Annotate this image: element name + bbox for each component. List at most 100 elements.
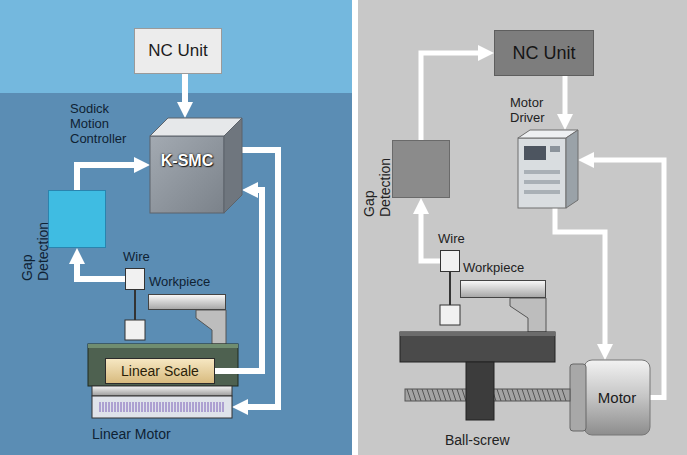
coil-winding — [190, 402, 191, 412]
screw-thread — [407, 389, 411, 401]
motor: Motor — [570, 360, 650, 435]
screw-thread — [502, 389, 506, 401]
work-holder — [196, 310, 226, 344]
lower-wire-guide — [125, 320, 145, 340]
coil-winding — [205, 402, 206, 412]
part-label: Workpiece — [463, 261, 524, 276]
box-label: Linear Scale — [106, 359, 214, 383]
screw-thread — [527, 389, 531, 401]
nc-unit-box: NC Unit — [134, 28, 222, 74]
driver-button — [550, 146, 560, 152]
coil-winding — [199, 402, 200, 412]
slide-rail — [92, 386, 232, 396]
coil-winding — [133, 402, 134, 412]
signal-arrow — [421, 214, 440, 261]
coil-winding — [145, 402, 146, 412]
coil-winding — [184, 402, 185, 412]
screw-thread — [552, 389, 556, 401]
slab-highlight — [88, 344, 238, 348]
signal-arrow — [555, 208, 605, 344]
coil-winding — [151, 402, 152, 412]
coil-winding — [142, 402, 143, 412]
work-holder — [510, 298, 546, 332]
gap-detection-box: Gap Detection — [48, 190, 106, 248]
wire-guide: Wire — [440, 250, 460, 272]
coil-winding — [193, 402, 194, 412]
signal-arrow — [77, 264, 125, 279]
coil-winding — [172, 402, 173, 412]
part-label: Wire — [438, 232, 465, 247]
right-panel — [358, 0, 687, 455]
coil-winding — [211, 402, 212, 412]
coil-winding — [109, 402, 110, 412]
signal-arrow — [77, 165, 134, 190]
screw-thread — [512, 389, 516, 401]
coil-winding — [124, 402, 125, 412]
wire-line — [134, 290, 136, 320]
motor-driver-shape — [518, 130, 578, 208]
screw-thread — [522, 389, 526, 401]
coil-winding — [217, 402, 218, 412]
screw-thread — [462, 389, 466, 401]
screw-thread — [517, 389, 521, 401]
screw-thread — [427, 389, 431, 401]
linear-motor: Linear Motor — [92, 396, 232, 418]
coil-winding — [130, 402, 131, 412]
coil-winding — [115, 402, 116, 412]
signal-arrow — [421, 53, 478, 140]
coil-winding — [175, 402, 176, 412]
coil-winding — [169, 402, 170, 412]
coil-winding — [154, 402, 155, 412]
box-label: Gap Detection — [19, 211, 51, 281]
controller-side — [224, 118, 242, 213]
signal-arrow — [182, 74, 188, 102]
coil-winding — [202, 402, 203, 412]
coil-winding — [214, 402, 215, 412]
coil-winding — [118, 402, 119, 412]
coil-winding — [181, 402, 182, 412]
coil-winding — [106, 402, 107, 412]
table-slab — [400, 332, 555, 362]
screw-thread — [412, 389, 416, 401]
driver-slot — [524, 180, 560, 184]
screw-thread — [432, 389, 436, 401]
linear-motor-shape — [92, 396, 232, 418]
screw-thread — [442, 389, 446, 401]
motion-controller: Sodick Motion ControllerK-SMC — [150, 118, 242, 213]
part-label: Linear Motor — [92, 426, 232, 442]
nc-unit-box: NC Unit — [494, 30, 594, 76]
coil-winding — [163, 402, 164, 412]
coil-winding — [220, 402, 221, 412]
coil-winding — [139, 402, 140, 412]
screw-thread — [542, 389, 546, 401]
controller-front — [150, 136, 224, 213]
top-band — [0, 0, 352, 93]
table-slab — [88, 344, 238, 386]
screw-thread — [557, 389, 561, 401]
linear-scale: Linear Scale — [105, 358, 215, 384]
coil-winding — [103, 402, 104, 412]
coil-winding — [178, 402, 179, 412]
part-label: Motor — [584, 360, 650, 435]
wire-line — [449, 272, 451, 305]
coil-winding — [148, 402, 149, 412]
screw-thread — [537, 389, 541, 401]
coil-winding — [121, 402, 122, 412]
screw-thread — [497, 389, 501, 401]
driver-slot — [524, 190, 560, 194]
screw-thread — [422, 389, 426, 401]
screw-thread — [447, 389, 451, 401]
left-panel — [0, 93, 352, 455]
driver-side — [566, 130, 578, 208]
controller-label: Sodick Motion Controller — [70, 102, 142, 147]
motor-flange — [570, 364, 586, 431]
controller-name: K-SMC — [150, 136, 224, 186]
ball-nut — [466, 362, 494, 420]
gap-detection-box: Gap Detection — [392, 140, 450, 198]
coil-winding — [208, 402, 209, 412]
slab-highlight — [400, 332, 555, 336]
driver-front — [518, 138, 566, 208]
signal-arrow — [563, 76, 568, 114]
screw-thread — [417, 389, 421, 401]
